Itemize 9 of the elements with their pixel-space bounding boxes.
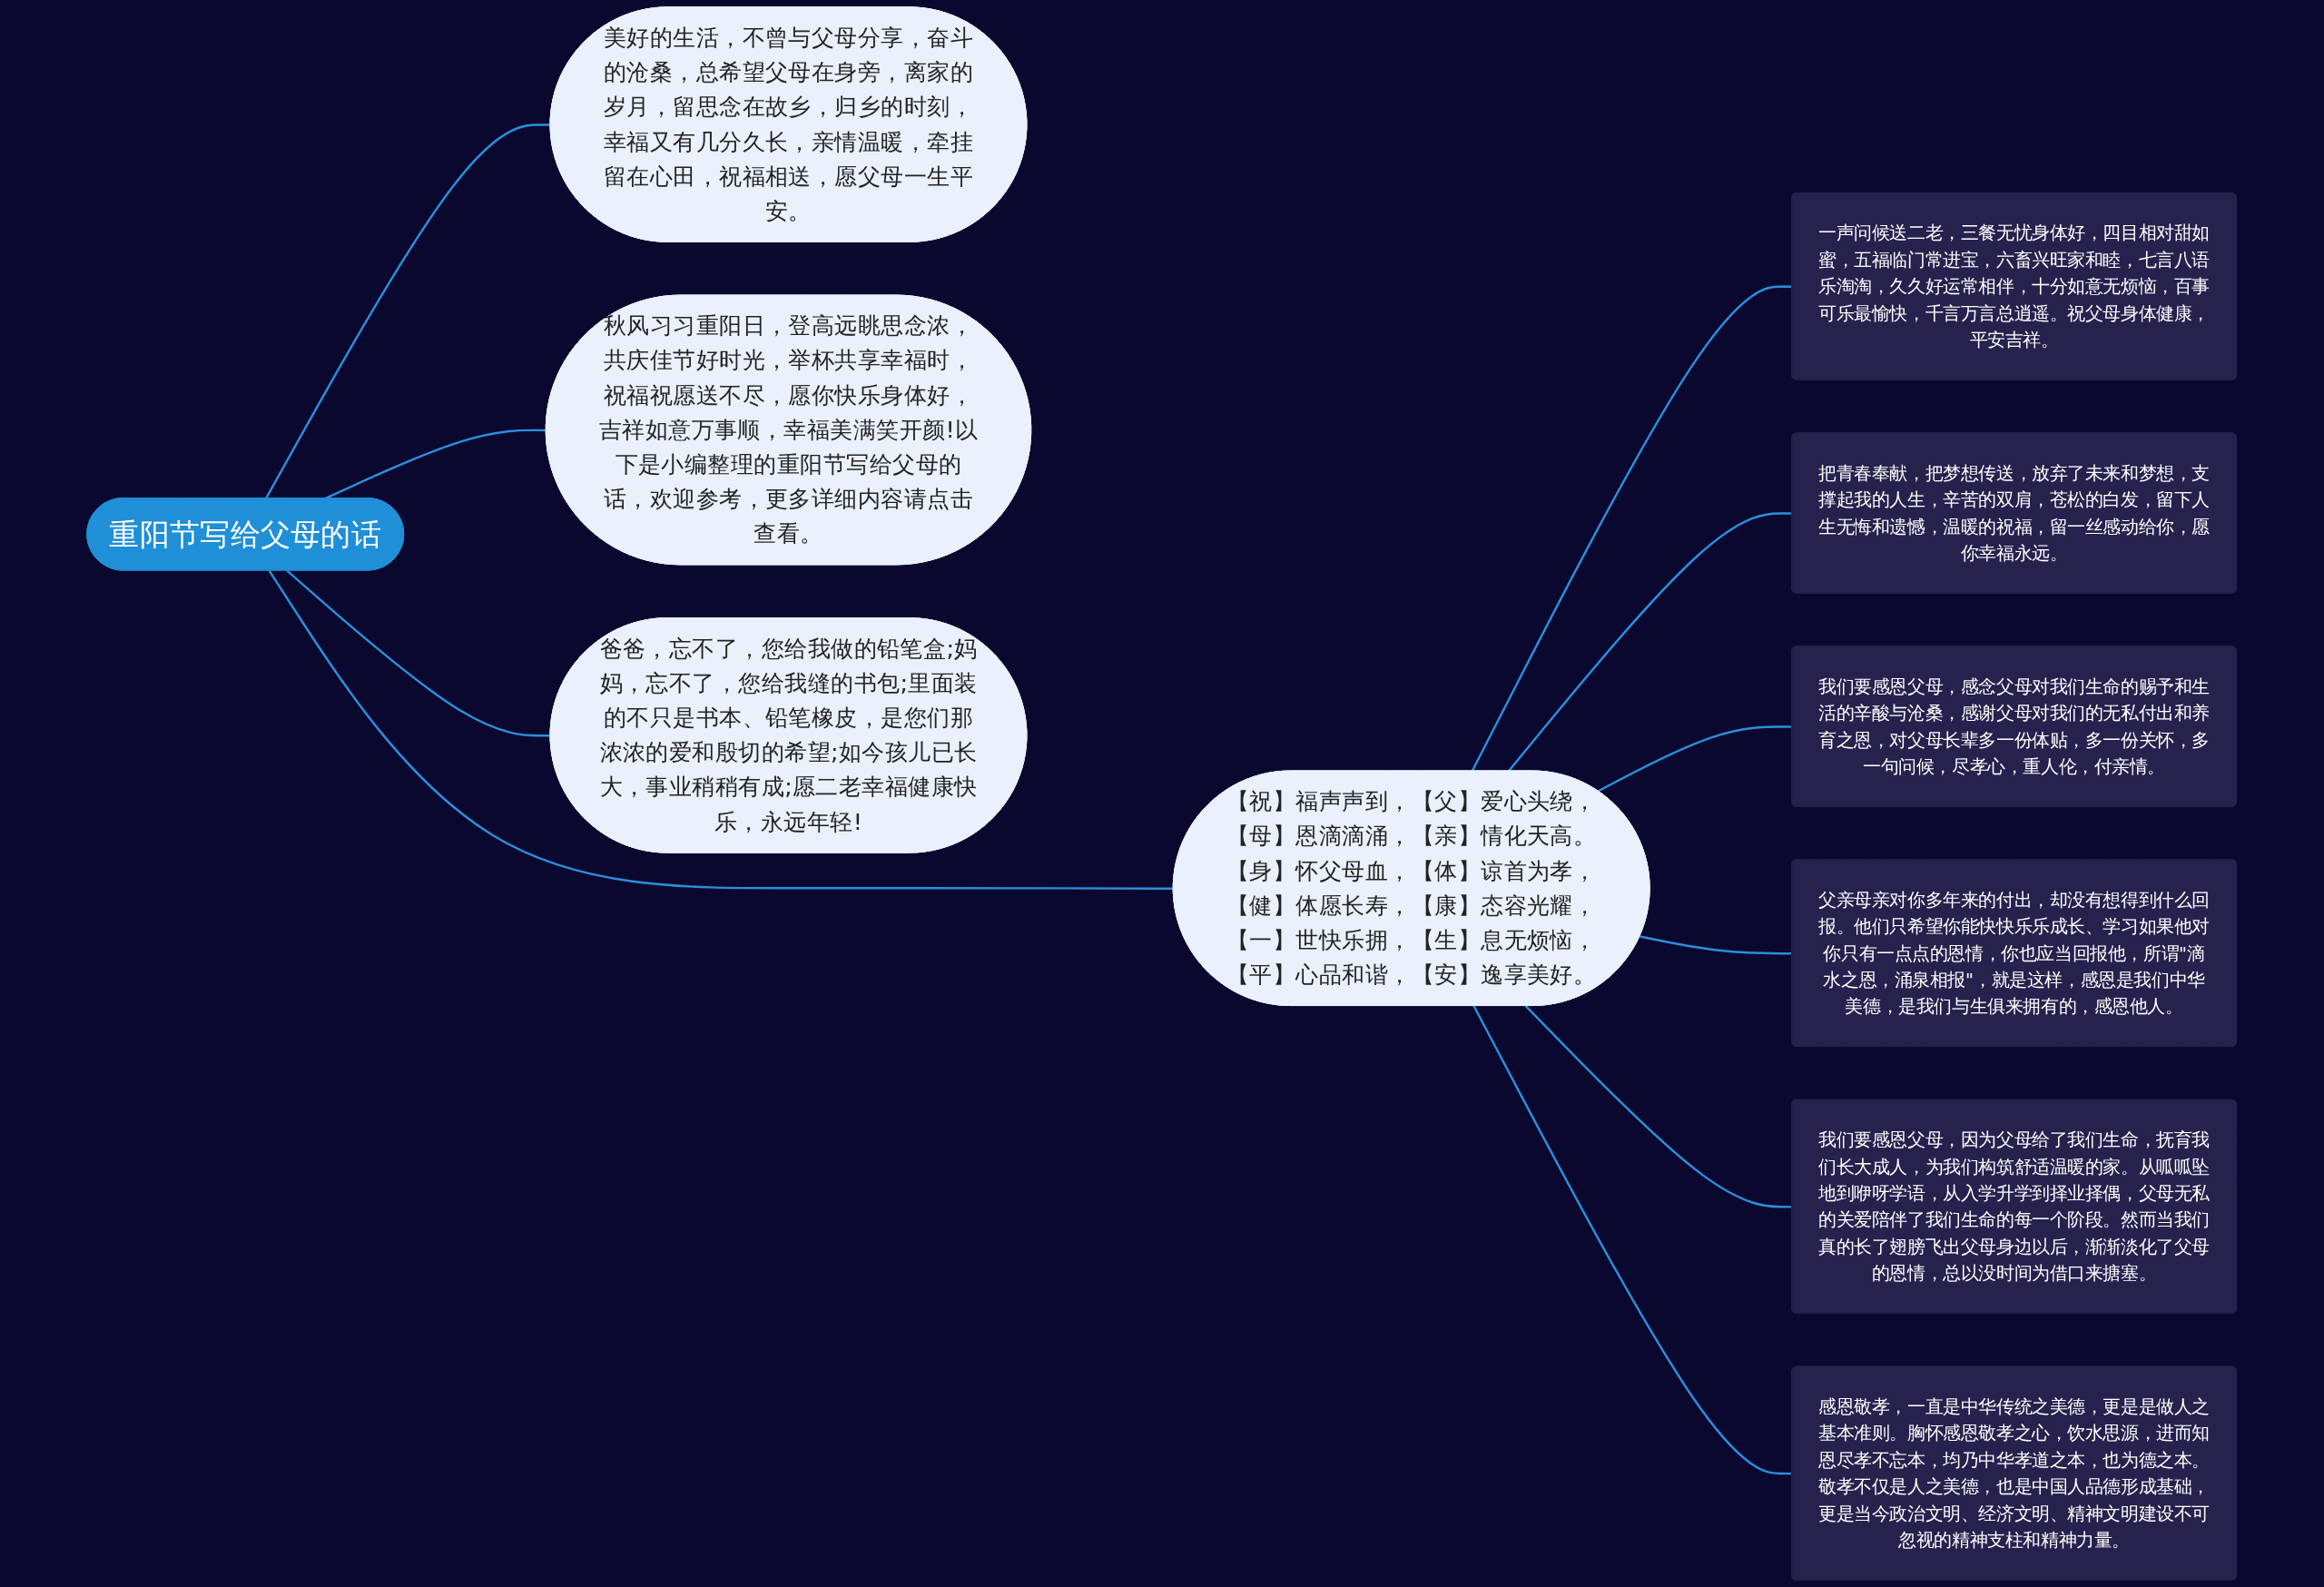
- connector: [1640, 935, 1793, 955]
- connector: [1472, 1005, 1793, 1475]
- connector: [265, 123, 551, 499]
- connector: [1471, 285, 1793, 773]
- connector: [1525, 1005, 1793, 1208]
- connector: [268, 569, 1175, 890]
- connector: [1508, 512, 1793, 773]
- connector: [286, 569, 551, 737]
- connector: [1598, 725, 1793, 793]
